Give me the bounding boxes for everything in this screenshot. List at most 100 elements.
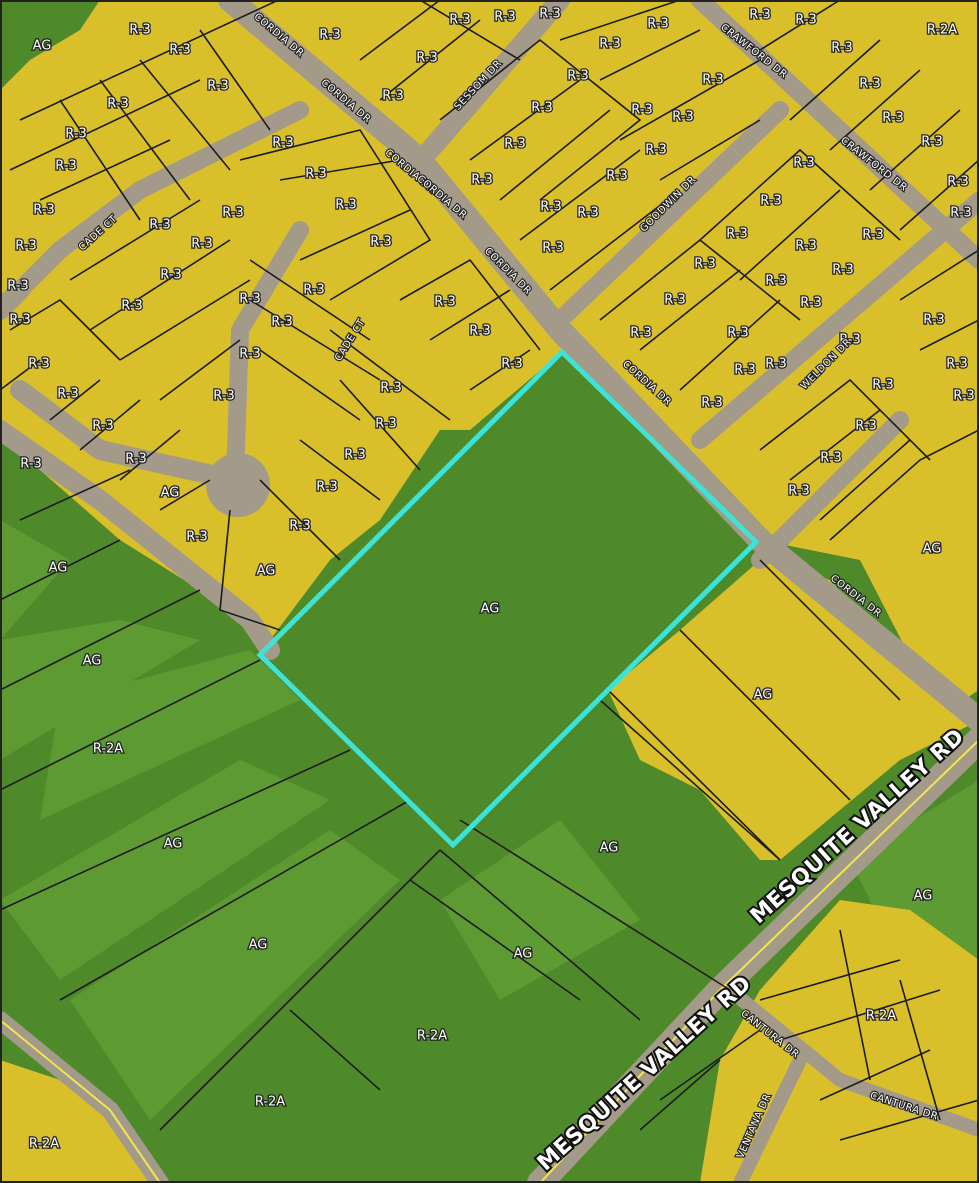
zone-label[interactable]: R-3 xyxy=(693,255,717,273)
zone-label[interactable]: R-3 xyxy=(500,355,524,373)
zone-label[interactable]: R-3 xyxy=(238,345,262,363)
zone-label[interactable]: AG xyxy=(912,887,933,905)
zone-label[interactable]: AG xyxy=(921,540,942,558)
zone-label[interactable]: R-3 xyxy=(671,108,695,126)
zone-label[interactable]: R-3 xyxy=(949,204,973,222)
zone-label[interactable]: R-3 xyxy=(120,297,144,315)
zone-label[interactable]: R-3 xyxy=(701,71,725,89)
zone-label[interactable]: R-3 xyxy=(185,528,209,546)
zone-label[interactable]: R-3 xyxy=(106,95,130,113)
zone-label[interactable]: R-3 xyxy=(605,167,629,185)
zone-label[interactable]: R-3 xyxy=(726,324,750,342)
zone-label[interactable]: AG xyxy=(159,484,180,502)
zone-label[interactable]: AG xyxy=(81,652,102,670)
zone-label[interactable]: AG xyxy=(31,37,52,55)
zone-label[interactable]: R-3 xyxy=(830,39,854,57)
zone-label[interactable]: R-3 xyxy=(379,379,403,397)
zone-label[interactable]: R-3 xyxy=(238,290,262,308)
zone-label[interactable]: R-3 xyxy=(468,322,492,340)
zone-label[interactable]: R-3 xyxy=(56,385,80,403)
parcel-highlight-outline[interactable] xyxy=(256,348,760,849)
zone-label[interactable]: R-3 xyxy=(799,294,823,312)
zone-label[interactable]: R-3 xyxy=(190,235,214,253)
zone-label[interactable]: R-3 xyxy=(206,77,230,95)
zone-label[interactable]: R-3 xyxy=(539,198,563,216)
zone-label[interactable]: R-3 xyxy=(831,261,855,279)
zone-label[interactable]: R-3 xyxy=(838,331,862,349)
zone-label[interactable]: R-3 xyxy=(27,355,51,373)
zone-label[interactable]: R-3 xyxy=(470,171,494,189)
zone-label[interactable]: R-3 xyxy=(433,293,457,311)
zone-label[interactable]: R-3 xyxy=(221,204,245,222)
zone-label[interactable]: R-2A xyxy=(254,1093,287,1111)
zone-label[interactable]: R-3 xyxy=(794,237,818,255)
zone-label[interactable]: R-3 xyxy=(302,281,326,299)
zone-label[interactable]: R-3 xyxy=(54,157,78,175)
zone-label[interactable]: R-3 xyxy=(148,216,172,234)
zone-label[interactable]: R-3 xyxy=(369,233,393,251)
zone-label[interactable]: R-3 xyxy=(168,41,192,59)
zone-label[interactable]: R-3 xyxy=(733,361,757,379)
zone-label[interactable]: R-3 xyxy=(725,225,749,243)
zone-label[interactable]: R-2A xyxy=(92,740,125,758)
zone-label[interactable]: R-3 xyxy=(792,154,816,172)
zone-label[interactable]: R-3 xyxy=(493,8,517,26)
zone-label[interactable]: R-3 xyxy=(759,192,783,210)
zone-label[interactable]: R-3 xyxy=(854,417,878,435)
zone-label[interactable]: R-3 xyxy=(819,449,843,467)
zone-label[interactable]: R-3 xyxy=(700,394,724,412)
zone-label[interactable]: R-3 xyxy=(288,517,312,535)
zone-label[interactable]: R-3 xyxy=(794,11,818,29)
zone-label[interactable]: R-3 xyxy=(270,313,294,331)
zone-label[interactable]: R-3 xyxy=(871,376,895,394)
zone-label[interactable]: R-3 xyxy=(764,355,788,373)
zone-label[interactable]: AG xyxy=(512,945,533,963)
zone-label[interactable]: R-3 xyxy=(541,239,565,257)
zone-label[interactable]: R-3 xyxy=(920,133,944,151)
zone-label[interactable]: R-3 xyxy=(32,201,56,219)
zone-label[interactable]: R-3 xyxy=(304,165,328,183)
zone-label[interactable]: R-3 xyxy=(598,35,622,53)
zone-label[interactable]: R-3 xyxy=(212,387,236,405)
zone-label[interactable]: R-3 xyxy=(503,135,527,153)
zone-label[interactable]: R-3 xyxy=(881,109,905,127)
zone-label[interactable]: R-3 xyxy=(952,387,976,405)
zone-label[interactable]: R-3 xyxy=(91,417,115,435)
zone-label[interactable]: R-3 xyxy=(128,21,152,39)
zone-label[interactable]: R-2A xyxy=(865,1007,898,1025)
zone-label[interactable]: R-3 xyxy=(663,291,687,309)
zone-label[interactable]: AG xyxy=(162,835,183,853)
zone-label[interactable]: R-3 xyxy=(334,196,358,214)
zone-label[interactable]: R-3 xyxy=(945,355,969,373)
zone-label[interactable]: AG xyxy=(598,839,619,857)
zone-label[interactable]: R-2A xyxy=(28,1135,61,1153)
zone-label[interactable]: R-3 xyxy=(124,450,148,468)
zone-label[interactable]: R-3 xyxy=(922,311,946,329)
zone-label[interactable]: R-3 xyxy=(764,272,788,290)
zone-label[interactable]: R-3 xyxy=(315,478,339,496)
zone-label[interactable]: R-3 xyxy=(374,415,398,433)
zone-label[interactable]: R-3 xyxy=(630,101,654,119)
zone-label[interactable]: R-3 xyxy=(64,125,88,143)
zone-label[interactable]: R-2A xyxy=(416,1027,449,1045)
zone-label[interactable]: R-2A xyxy=(926,21,959,39)
zone-label[interactable]: R-3 xyxy=(159,266,183,284)
zone-label[interactable]: R-3 xyxy=(861,226,885,244)
zone-label[interactable]: R-3 xyxy=(946,173,970,191)
zone-label[interactable]: R-3 xyxy=(381,87,405,105)
zone-label[interactable]: R-3 xyxy=(14,237,38,255)
zone-label[interactable]: R-3 xyxy=(6,277,30,295)
zone-label[interactable]: AG xyxy=(247,936,268,954)
zone-label[interactable]: R-3 xyxy=(318,26,342,44)
zone-label[interactable]: AG xyxy=(255,562,276,580)
zone-label[interactable]: R-3 xyxy=(644,141,668,159)
zone-label[interactable]: R-3 xyxy=(646,15,670,33)
zone-label[interactable]: R-3 xyxy=(448,11,472,29)
zone-label[interactable]: R-3 xyxy=(787,482,811,500)
zone-label[interactable]: R-3 xyxy=(748,6,772,24)
zone-label[interactable]: R-3 xyxy=(19,455,43,473)
zone-label[interactable]: R-3 xyxy=(576,204,600,222)
zone-label[interactable]: AG xyxy=(479,600,500,618)
zone-label[interactable]: R-3 xyxy=(538,5,562,23)
